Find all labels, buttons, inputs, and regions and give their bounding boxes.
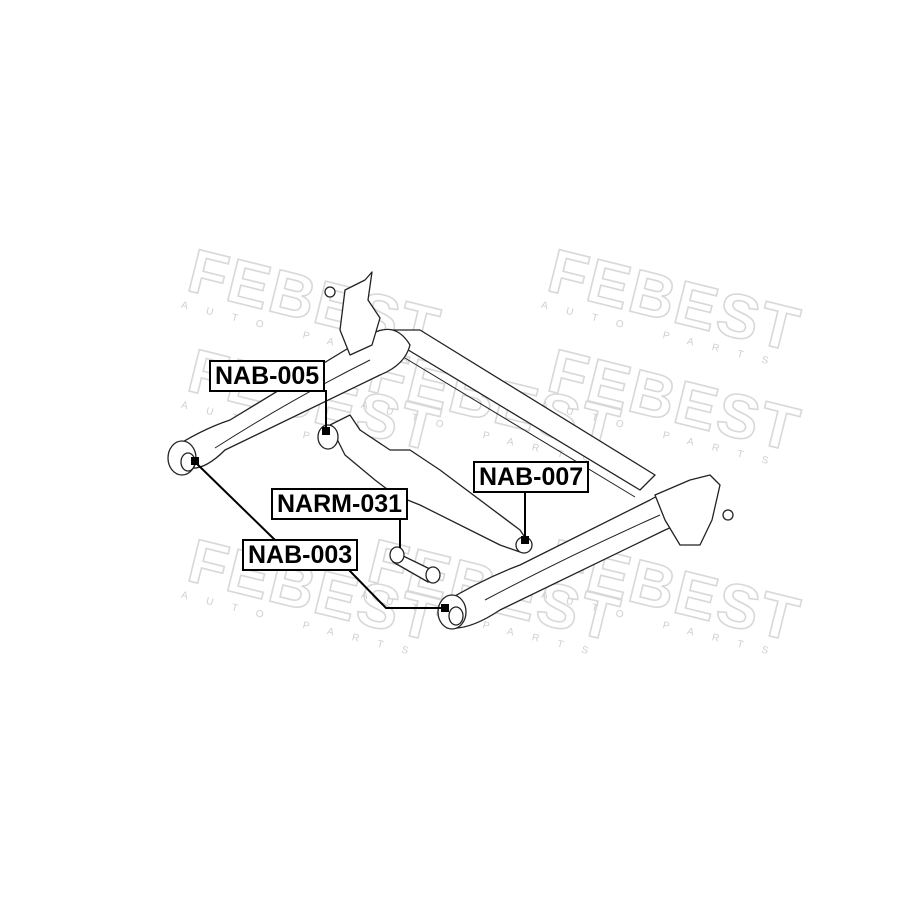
right-trailing-arm [437,491,691,630]
callout-nab-005: NAB-005 [209,360,326,392]
left-knuckle [324,271,381,356]
leader-nab-003-a [194,461,276,541]
callout-narm-031: NARM-031 [271,488,409,520]
leader-nab-003-b [347,568,445,609]
callout-nab-003: NAB-003 [242,539,359,571]
marker-nab-005 [322,427,330,435]
marker-nab-007 [521,536,529,544]
left-trailing-arm [167,328,411,476]
marker-nab-003-left [191,457,199,465]
leader-lines [191,390,529,612]
callout-nab-007: NAB-007 [473,461,590,493]
marker-nab-003-right [441,604,449,612]
right-knuckle [654,474,734,546]
lateral-link [389,546,441,584]
